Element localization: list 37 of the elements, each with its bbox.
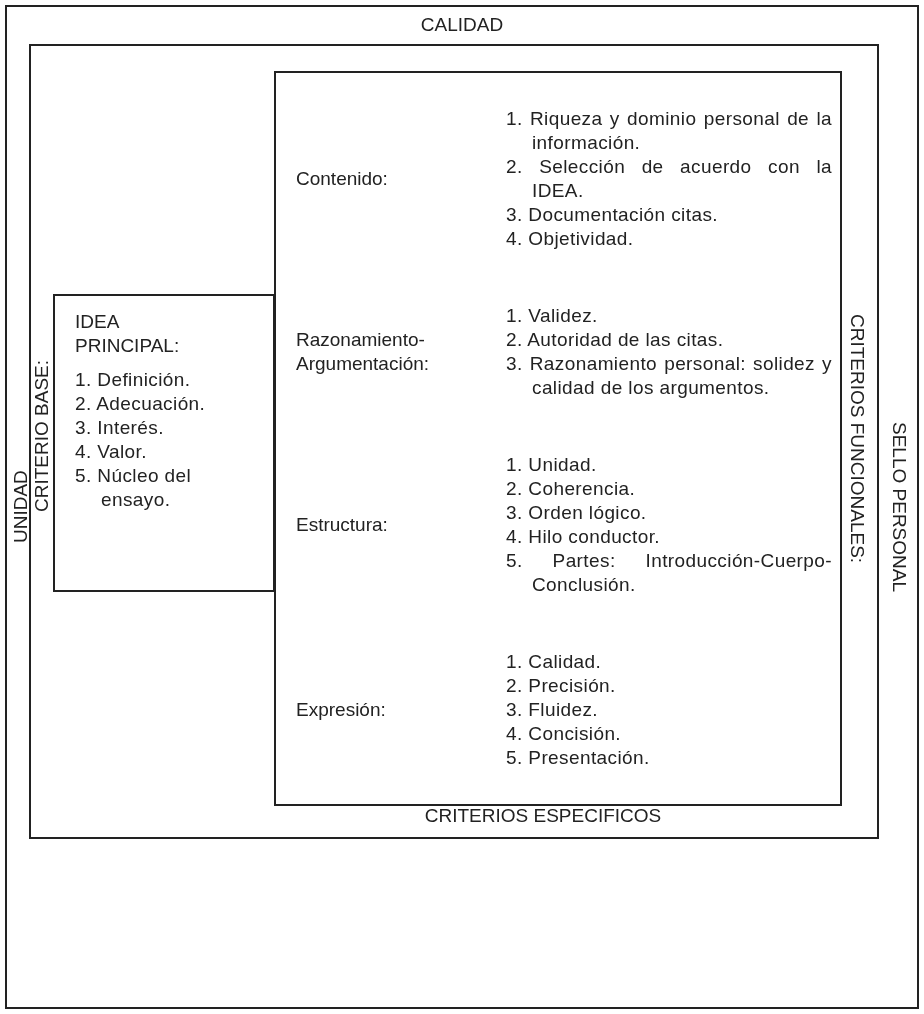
- list-item: 4. Valor.: [75, 440, 148, 464]
- box-heading: IDEA PRINCIPAL:: [75, 310, 181, 358]
- list-item: 1. Riqueza y dominio personal de la información.: [506, 107, 832, 156]
- list-item: 3. Razonamiento personal: solidez y calidad de los argumentos.: [506, 352, 832, 401]
- list-item: 1. Validez.: [506, 304, 599, 329]
- list-item: 5. Presentación.: [506, 745, 651, 770]
- list-item: 2. Adecuación.: [75, 392, 207, 416]
- list-item: 2. Selección de acuerdo con la IDEA.: [506, 155, 832, 204]
- list-item: 5. Núcleo del ensayo.: [75, 464, 193, 512]
- list-item: 5. Partes: Introducción-Cuerpo-Conclusión.: [506, 548, 832, 597]
- list-item: 1. Unidad.: [506, 452, 598, 477]
- list-item: 3. Documentación citas.: [506, 203, 719, 228]
- vertical-label: UNIDAD: [9, 469, 32, 546]
- category-label: Razonamiento-Argumentación:: [296, 328, 431, 377]
- list-item: 1. Calidad.: [506, 649, 603, 674]
- idea-box: [53, 294, 275, 592]
- list-item: 2. Precisión.: [506, 673, 617, 698]
- criteria-frame: [29, 44, 879, 839]
- list-item: 3. Interés.: [75, 416, 165, 440]
- list-item: 2. Autoridad de las citas.: [506, 328, 725, 353]
- category-label: Estructura:: [296, 512, 389, 537]
- list-item: 2. Coherencia.: [506, 476, 637, 501]
- category-label: Expresión:: [296, 697, 387, 722]
- list-item: 4. Objetividad.: [506, 227, 635, 252]
- category-label: Contenido:: [296, 167, 389, 192]
- list-item: 3. Orden lógico.: [506, 500, 648, 525]
- frame-heading: CALIDAD: [419, 13, 505, 37]
- outer-frame: [5, 5, 919, 1009]
- frame-heading: CRITERIOS ESPECIFICOS: [423, 804, 663, 828]
- list-item: 3. Fluidez.: [506, 697, 600, 722]
- list-item: 4. Concisión.: [506, 721, 623, 746]
- vertical-label: SELLO PERSONAL: [888, 421, 911, 594]
- vertical-label: CRITERIOS FUNCIONALES:: [846, 312, 869, 566]
- list-item: 4. Hilo conductor.: [506, 524, 661, 549]
- criteria-box: [274, 71, 842, 806]
- list-item: 1. Definición.: [75, 368, 192, 392]
- vertical-label: CRITERIO BASE:: [30, 359, 53, 514]
